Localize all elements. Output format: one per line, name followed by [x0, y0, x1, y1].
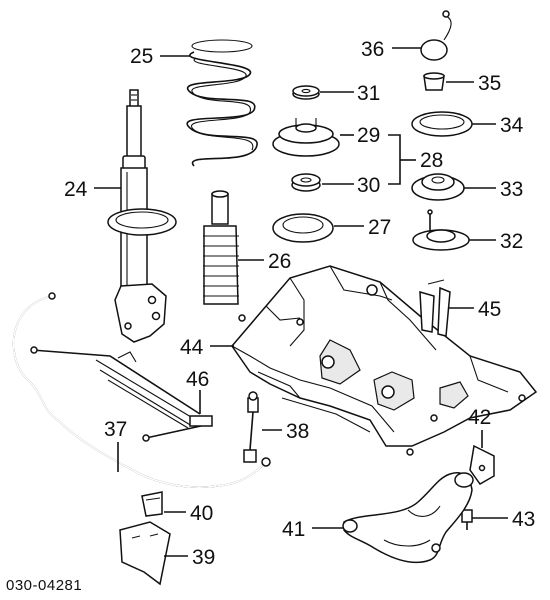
- label-39: 39: [192, 546, 215, 569]
- mount-33: [411, 173, 465, 201]
- lower-control-arm: [342, 472, 474, 564]
- label-36: 36: [361, 38, 384, 61]
- label-30: 30: [357, 174, 380, 197]
- label-24: 24: [64, 178, 88, 201]
- bolt-43: [461, 509, 473, 530]
- stabilizer-link: [243, 391, 271, 467]
- coil-spring: [186, 39, 258, 167]
- plate-34: [411, 111, 473, 137]
- bracket-42: [469, 444, 495, 485]
- label-38: 38: [286, 420, 309, 443]
- bushing-40: [141, 491, 163, 517]
- bracket-45: [419, 279, 451, 337]
- label-25: 25: [130, 45, 153, 68]
- label-46: 46: [186, 368, 209, 391]
- label-33: 33: [500, 178, 523, 201]
- tension-rod: [30, 346, 213, 442]
- label-32: 32: [500, 230, 523, 253]
- label-35: 35: [478, 72, 501, 95]
- label-45: 45: [478, 298, 501, 321]
- label-26: 26: [268, 250, 291, 273]
- label-44: 44: [180, 336, 204, 359]
- label-27: 27: [368, 216, 391, 239]
- label-40: 40: [190, 502, 213, 525]
- label-41: 41: [282, 518, 305, 541]
- cap-36: [420, 10, 452, 61]
- front-crossmember: [231, 265, 538, 456]
- strut-assembly: [107, 89, 177, 343]
- label-42: 42: [468, 406, 491, 429]
- nut-washer-31: [292, 85, 320, 100]
- bracket-39: [119, 521, 171, 586]
- leader-lines: [94, 47, 508, 557]
- mount-base-32: [412, 209, 470, 251]
- diagram-code: 030-04281: [6, 577, 82, 594]
- nut-35: [423, 72, 445, 91]
- dust-boot: [203, 190, 239, 305]
- stabilizer-bar: [12, 292, 265, 488]
- label-31: 31: [357, 82, 380, 105]
- label-29: 29: [357, 124, 380, 147]
- label-34: 34: [500, 114, 524, 137]
- insulator-29: [272, 118, 340, 157]
- label-37: 37: [104, 418, 127, 441]
- bumper-30: [291, 173, 321, 192]
- spring-seat-27: [272, 213, 334, 243]
- label-28: 28: [420, 149, 443, 172]
- label-43: 43: [512, 508, 535, 531]
- callout-labels: 25 24 26 27 28 29 30 31 32 33 34 35 36 3…: [6, 38, 535, 594]
